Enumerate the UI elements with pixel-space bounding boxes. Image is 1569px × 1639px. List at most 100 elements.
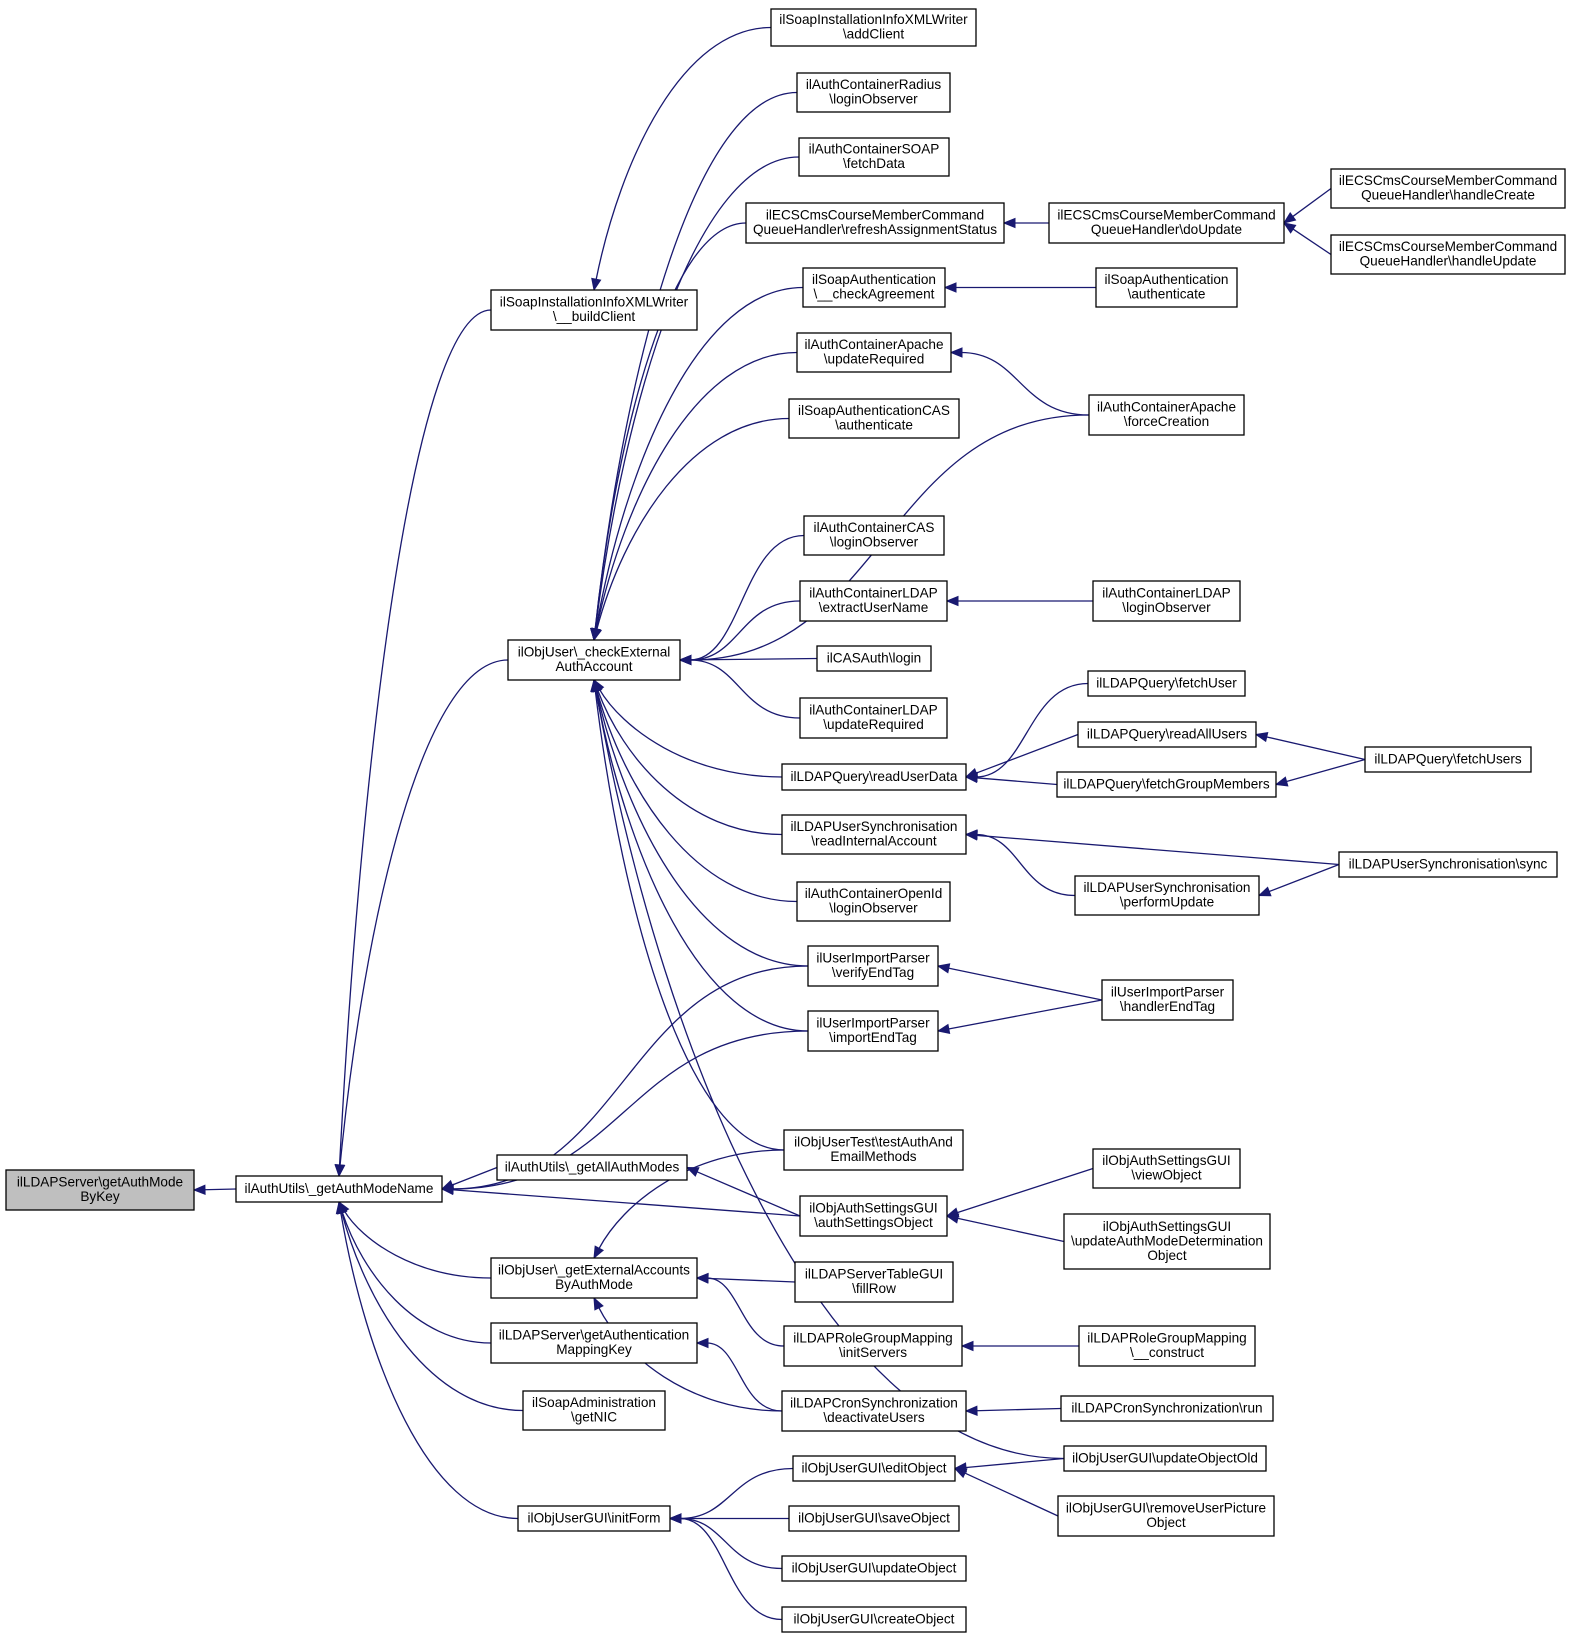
node-upd-auth-mode-det[interactable]: ilObjAuthSettingsGUI\updateAuthModeDeter… <box>1063 1213 1271 1270</box>
node-ecs-do-update[interactable]: ilECSCmsCourseMemberCommandQueueHandler\… <box>1048 202 1285 244</box>
node-label-line: \forceCreation <box>1124 414 1209 429</box>
node-read-all-users[interactable]: ilLDAPQuery\readAllUsers <box>1077 721 1257 748</box>
node-label-line: ilLDAPQuery\fetchUsers <box>1374 751 1522 766</box>
edge-fetch-user-to-read-user-data <box>964 682 1089 783</box>
arrowhead <box>590 678 602 693</box>
node-perform-upd[interactable]: ilLDAPUserSynchronisation\performUpdate <box>1074 875 1260 916</box>
node-cron-run[interactable]: ilLDAPCronSynchronization\run <box>1060 1395 1274 1422</box>
node-construct[interactable]: ilLDAPRoleGroupMapping\__construct <box>1078 1325 1256 1367</box>
node-import-end[interactable]: ilUserImportParser\importEndTag <box>807 1010 939 1052</box>
node-add-client[interactable]: ilSoapInstallationInfoXMLWriter\addClien… <box>770 8 977 47</box>
node-open-id-login[interactable]: ilAuthContainerOpenId\loginObserver <box>796 881 951 922</box>
node-handler-end[interactable]: ilUserImportParser\handlerEndTag <box>1101 979 1234 1021</box>
edge-line <box>947 999 1103 1030</box>
arrowhead <box>1282 222 1297 234</box>
node-label-line: \updateRequired <box>823 717 924 732</box>
edge-line <box>679 1467 794 1520</box>
node-soap-admin[interactable]: ilSoapAdministration\getNIC <box>522 1390 666 1431</box>
node-auth-settings[interactable]: ilObjAuthSettingsGUI\authSettingsObject <box>799 1195 948 1237</box>
edge-line <box>594 689 785 1151</box>
node-get-auth-mode-name[interactable]: ilAuthUtils\_getAuthModeName <box>235 1175 443 1203</box>
arrowhead <box>591 627 603 642</box>
node-soap-fetch[interactable]: ilAuthContainerSOAP\fetchData <box>798 137 950 177</box>
node-fetch-users[interactable]: ilLDAPQuery\fetchUsers <box>1364 746 1532 773</box>
node-edit-object[interactable]: ilObjUserGUI\editObject <box>792 1455 956 1482</box>
node-fill-row[interactable]: ilLDAPServerTableGUI\fillRow <box>794 1261 954 1303</box>
node-ldap-upd-req[interactable]: ilAuthContainerLDAP\updateRequired <box>799 697 948 739</box>
node-build-client[interactable]: ilSoapInstallationInfoXMLWriter\__buildC… <box>490 289 698 331</box>
edge-handler-end-to-verify-end <box>936 963 1103 1001</box>
node-label-line: QueueHandler\handleUpdate <box>1360 254 1537 269</box>
node-fetch-user[interactable]: ilLDAPQuery\fetchUser <box>1087 670 1246 697</box>
edge-line <box>689 659 801 719</box>
node-init-form[interactable]: ilObjUserGUI\initForm <box>517 1505 671 1532</box>
node-ecs-update[interactable]: ilECSCmsCourseMemberCommandQueueHandler\… <box>1330 234 1566 275</box>
node-ecs-refresh[interactable]: ilECSCmsCourseMemberCommandQueueHandler\… <box>745 202 1005 244</box>
node-label-line: \updateAuthModeDetermination <box>1071 1233 1263 1248</box>
node-cas-login[interactable]: ilAuthContainerCAS\loginObserver <box>803 515 945 556</box>
node-init-servers[interactable]: ilLDAPRoleGroupMapping\initServers <box>783 1325 963 1367</box>
node-label-line: \performUpdate <box>1120 895 1214 910</box>
edge-line <box>203 1188 237 1191</box>
node-soap-cas-auth[interactable]: ilSoapAuthenticationCAS\authenticate <box>788 398 960 439</box>
edge-perform-upd-to-read-internal <box>964 829 1076 897</box>
node-radius-login[interactable]: ilAuthContainerRadius\loginObserver <box>796 72 951 113</box>
node-deactivate[interactable]: ilLDAPCronSynchronization\deactivateUser… <box>781 1390 967 1432</box>
node-apache-upd[interactable]: ilAuthContainerApache\updateRequired <box>796 332 952 373</box>
edge-line <box>595 689 1065 1460</box>
node-label-line: ilSoapAdministration <box>532 1395 656 1410</box>
node-cas-auth-login[interactable]: ilCASAuth\login <box>816 645 932 672</box>
node-box <box>799 1195 948 1237</box>
edge-create-object-to-init-form <box>668 1513 783 1621</box>
edge-line <box>1291 187 1332 218</box>
node-create-object[interactable]: ilObjUserGUI\createObject <box>781 1606 967 1633</box>
node-box <box>1088 394 1245 436</box>
node-ldap-login[interactable]: ilAuthContainerLDAP\loginObserver <box>1092 580 1241 622</box>
edge-line <box>679 1517 783 1621</box>
node-save-object[interactable]: ilObjUserGUI\saveObject <box>788 1505 960 1532</box>
edge-soap-cas-auth-to-check-ext <box>591 417 790 642</box>
node-sync-sync[interactable]: ilLDAPUserSynchronisation\sync <box>1338 851 1558 878</box>
node-read-internal[interactable]: ilLDAPUserSynchronisation\readInternalAc… <box>781 814 967 855</box>
node-label-line: ilAuthUtils\_getAllAuthModes <box>505 1159 680 1174</box>
node-box <box>788 1505 960 1532</box>
arrowhead <box>945 1213 960 1224</box>
node-soap-auth[interactable]: ilSoapAuthentication\authenticate <box>1095 267 1238 308</box>
node-label-line: ilECSCmsCourseMemberCommand <box>1339 173 1557 188</box>
node-label-line: ilLDAPQuery\fetchGroupMembers <box>1063 776 1269 791</box>
node-apache-force[interactable]: ilAuthContainerApache\forceCreation <box>1088 394 1245 436</box>
node-fetch-group[interactable]: ilLDAPQuery\fetchGroupMembers <box>1056 771 1277 798</box>
node-label-line: \getNIC <box>571 1410 617 1425</box>
node-box <box>799 580 948 622</box>
node-view-object[interactable]: ilObjAuthSettingsGUI\viewObject <box>1092 1148 1241 1189</box>
node-box <box>1077 721 1257 748</box>
arrowhead <box>593 1296 604 1311</box>
node-box <box>490 1322 698 1364</box>
node-upd-object[interactable]: ilObjUserGUI\updateObject <box>781 1555 967 1582</box>
edge-fetch-group-to-read-user-data <box>964 772 1058 786</box>
edge-line <box>689 534 805 661</box>
node-label-line: \addClient <box>843 27 904 42</box>
edge-init-form-to-get-auth-mode-name <box>335 1200 519 1520</box>
node-get-all-auth[interactable]: ilAuthUtils\_getAllAuthModes <box>496 1154 688 1181</box>
arrowhead <box>440 1184 454 1196</box>
node-ecs-create[interactable]: ilECSCmsCourseMemberCommandQueueHandler\… <box>1330 168 1566 209</box>
edge-line <box>594 91 798 631</box>
edge-line <box>598 1149 785 1250</box>
node-upd-obj-old[interactable]: ilObjUserGUI\updateObjectOld <box>1063 1445 1267 1472</box>
node-ldap-extract[interactable]: ilAuthContainerLDAP\extractUserName <box>799 580 948 622</box>
node-verify-end[interactable]: ilUserImportParser\verifyEndTag <box>807 945 939 987</box>
node-soap-check-agr[interactable]: ilSoapAuthentication\__checkAgreement <box>802 267 946 308</box>
edge-soap-check-agr-to-check-ext <box>590 286 804 642</box>
edge-line <box>595 689 809 1032</box>
arrowhead <box>591 277 602 292</box>
node-read-user-data[interactable]: ilLDAPQuery\readUserData <box>781 763 967 791</box>
node-label-line: ByKey <box>80 1189 119 1204</box>
